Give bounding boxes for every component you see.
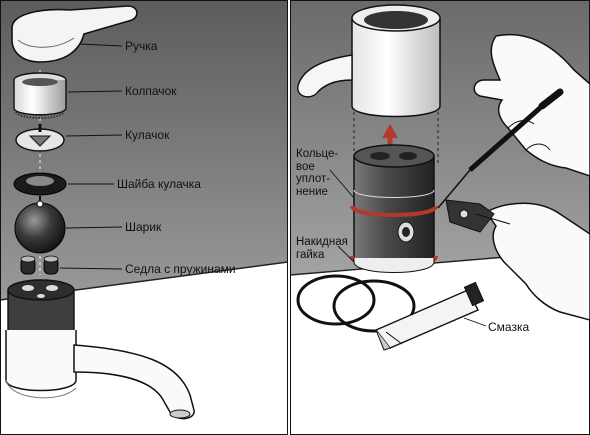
exploded-view-drawing [0, 0, 288, 435]
faucet-body [5, 279, 195, 420]
loose-o-rings [296, 274, 416, 333]
hand-with-pick [437, 33, 590, 209]
exploded-view-panel: Ручка Колпачок Кулачок Шайба кулачка Шар… [0, 0, 288, 435]
callout-handle: Ручка [125, 39, 158, 53]
callout-union-nut: Накидная гайка [296, 236, 348, 261]
cartridge-repair-panel: Кольце- вое уплот- нение Накидная гайка … [290, 0, 590, 435]
grease-tube [374, 281, 485, 351]
cam-part [15, 124, 65, 152]
seats-springs-part [20, 255, 59, 275]
cap-part [13, 72, 67, 119]
leader-lines-left [59, 43, 123, 270]
faucet-body-top [297, 4, 441, 118]
ball-part [14, 196, 66, 254]
callout-grease: Смазка [488, 320, 530, 334]
callout-ball: Шарик [125, 220, 162, 234]
cam-washer-part [13, 172, 67, 196]
leader-lines-right [329, 169, 487, 327]
callout-seats-springs: Седла с пружинами [125, 262, 236, 276]
callout-cam: Кулачок [125, 128, 170, 142]
callout-o-ring: Кольце- вое уплот- нение [296, 148, 339, 198]
hand-with-tool [445, 199, 590, 321]
cartridge-repair-drawing [290, 0, 590, 435]
callout-cap: Колпачок [125, 84, 177, 98]
countertop-right [290, 250, 590, 435]
callout-cam-washer: Шайба кулачка [117, 177, 201, 191]
handle-part [11, 5, 138, 63]
cartridge-part [350, 144, 438, 273]
